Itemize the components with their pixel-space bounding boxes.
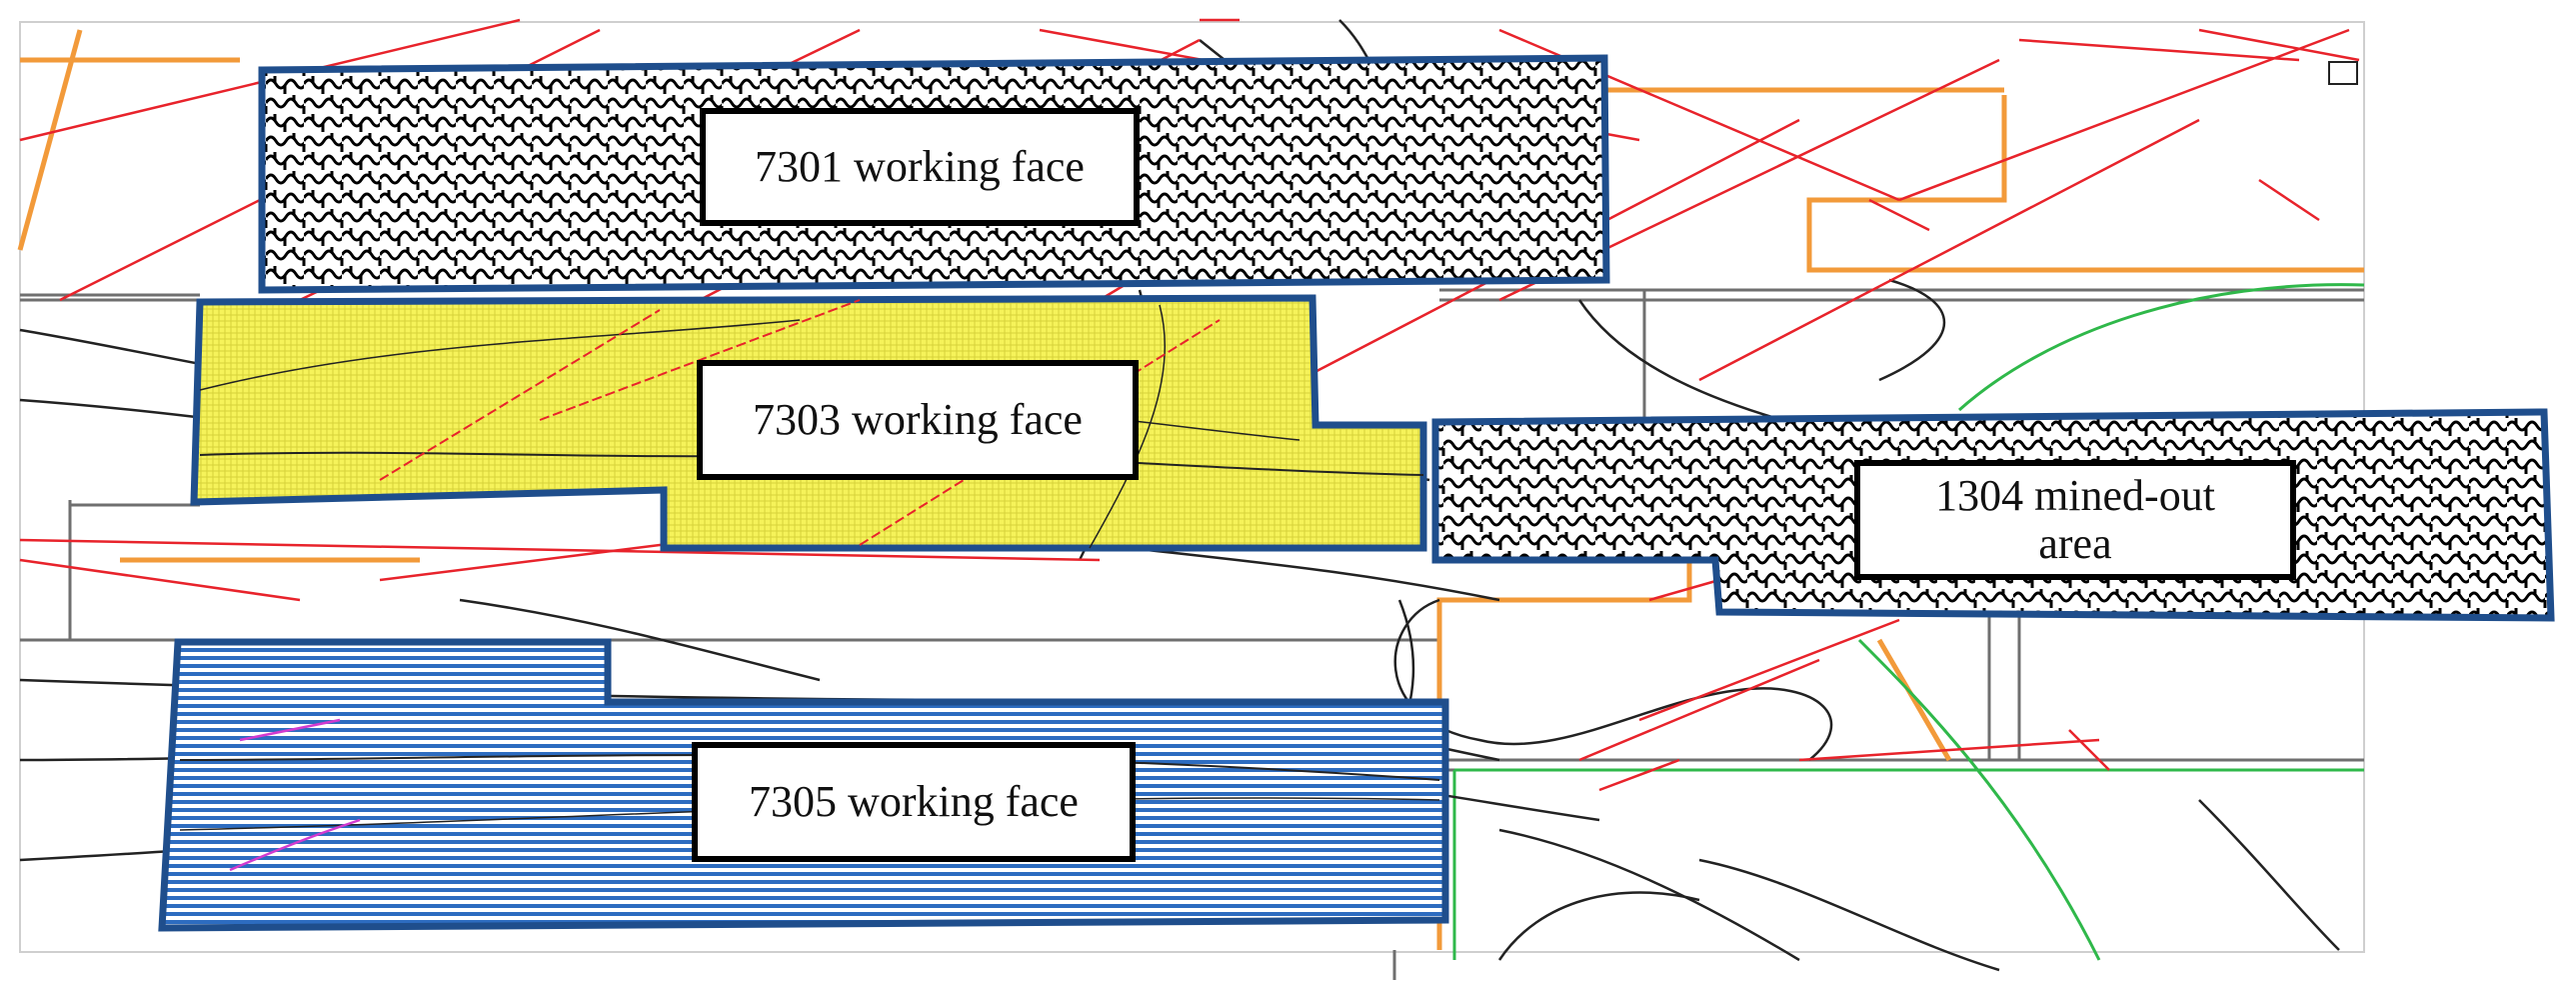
label-1304: 1304 mined-out area — [1854, 460, 2296, 580]
label-7301-line-1: 7301 working face — [755, 142, 1085, 192]
label-7305-line-1: 7305 working face — [749, 777, 1079, 827]
corner-marker — [2328, 61, 2358, 85]
green-contour-lines — [1452, 283, 2365, 961]
label-7301: 7301 working face — [700, 108, 1140, 226]
label-7305: 7305 working face — [692, 742, 1136, 862]
label-7303-line-1: 7303 working face — [753, 395, 1083, 445]
label-7303: 7303 working face — [697, 360, 1139, 480]
label-1304-line-2: area — [2038, 519, 2112, 568]
label-1304-line-1: 1304 mined-out — [1935, 471, 2215, 521]
